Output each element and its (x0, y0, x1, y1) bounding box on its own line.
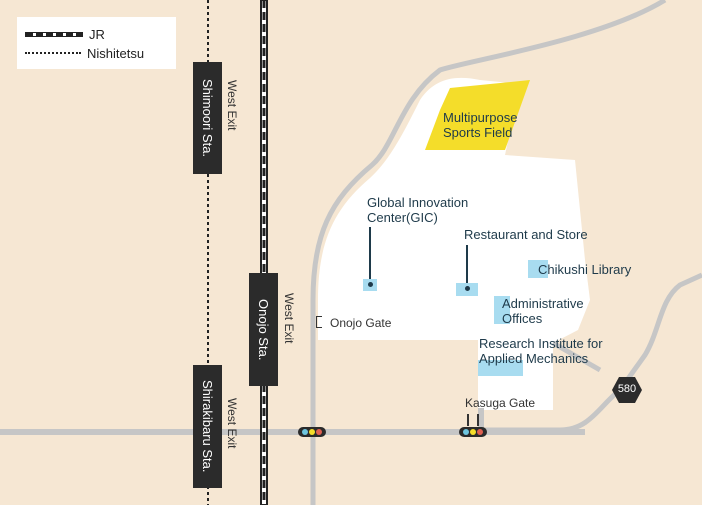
legend-jr-label: JR (89, 26, 105, 42)
shimoori-west-exit: West Exit (225, 80, 239, 131)
gic-line1: Global Innovation (367, 195, 469, 210)
admin-building (494, 296, 510, 324)
nishitetsu-line-sample (25, 52, 81, 54)
map-legend: JR Nishitetsu (17, 17, 176, 69)
route-hexagon-icon (612, 377, 642, 403)
admin-label: Administrative Offices (502, 296, 584, 326)
station-shirakibaru: Shirakibaru Sta. (193, 365, 222, 488)
road-east (480, 272, 702, 433)
research-label: Research Institute for Applied Mechanics (479, 336, 603, 366)
route-number: 580 (617, 383, 637, 395)
sports-field-line1: Multipurpose (443, 110, 518, 125)
station-shimoori: Shimoori Sta. (193, 62, 222, 174)
research-line2: Applied Mechanics (479, 351, 589, 366)
sports-field-label: Multipurpose Sports Field (443, 110, 517, 140)
campus-boundary-road (310, 0, 667, 505)
legend-nishitetsu: Nishitetsu (25, 44, 144, 62)
restaurant-pointer-dot (465, 286, 470, 291)
kasuga-gate-road (478, 408, 484, 432)
gic-pointer (369, 227, 371, 283)
gic-label: Global Innovation Center(GIC) (367, 195, 468, 225)
legend-jr: JR (25, 25, 105, 43)
multipurpose-sports-field (425, 80, 530, 150)
jr-line-sample (25, 31, 83, 37)
shirakibaru-west-exit: West Exit (225, 398, 239, 449)
research-building (478, 360, 523, 376)
restaurant-label: Restaurant and Store (464, 227, 588, 242)
restaurant-pointer (466, 245, 468, 288)
onojo-gate-label: Onojo Gate (330, 316, 392, 330)
road-north-east (551, 340, 602, 373)
station-onojo: Onojo Sta. (249, 273, 278, 386)
kasuga-gate-post-right (477, 414, 479, 426)
onojo-west-exit: West Exit (282, 293, 296, 344)
onojo-gate-marker (316, 316, 322, 328)
main-road (0, 429, 585, 435)
campus-area (318, 77, 590, 410)
gic-pointer-dot (368, 282, 373, 287)
traffic-signal-icon (459, 427, 487, 437)
sports-field-line2: Sports Field (443, 125, 513, 140)
legend-nishitetsu-label: Nishitetsu (87, 45, 145, 61)
gic-line2: Center(GIC) (367, 210, 438, 225)
admin-line2: Offices (502, 311, 543, 326)
traffic-signal-icon (298, 427, 326, 437)
admin-line1: Administrative (502, 296, 584, 311)
library-building (528, 260, 548, 278)
research-line1: Research Institute for (479, 336, 603, 351)
kasuga-gate-post-left (467, 414, 469, 426)
route-580-shield: 580 (611, 376, 643, 404)
library-label: Chikushi Library (538, 262, 632, 277)
kasuga-gate-label: Kasuga Gate (465, 396, 536, 410)
